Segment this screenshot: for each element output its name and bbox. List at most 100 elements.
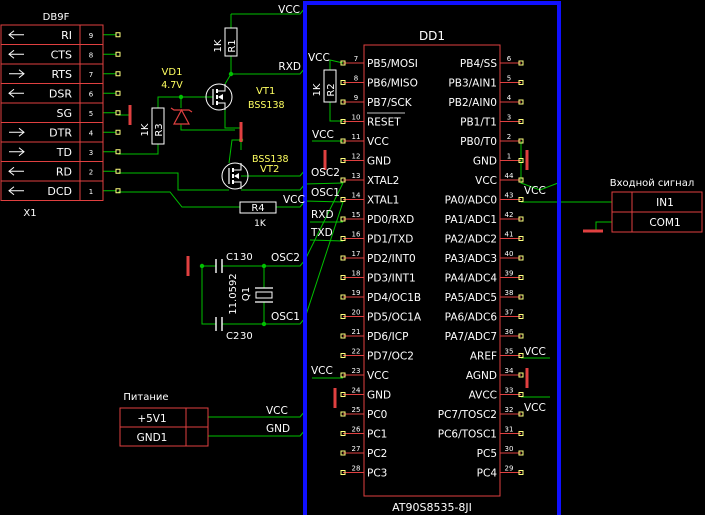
ground-symbol-pin1	[525, 150, 529, 170]
pin-end	[518, 314, 524, 319]
vd1-ref: VD1	[162, 67, 183, 78]
pin-end	[115, 168, 121, 174]
chip-pin-name: PA7/ADC7	[445, 331, 497, 343]
chip-pin-number: 11	[352, 133, 361, 141]
wire-com1-gnd	[595, 221, 612, 231]
chip-pin-name: PA5/ADC5	[445, 292, 497, 304]
chip-pin-number: 19	[352, 289, 361, 297]
wire-r2-reset	[329, 102, 343, 122]
chip-pin-number: 26	[352, 426, 361, 434]
resistor-r4-ref: R4	[251, 203, 264, 214]
pin-end	[518, 216, 524, 222]
zener-vd1-bar	[170, 107, 193, 113]
transistor-vt2-drain	[233, 163, 242, 171]
net-label-rxd-15: RXD	[311, 209, 334, 221]
db9-pin-name: TD	[56, 146, 72, 159]
wire-rd-r4	[118, 191, 240, 208]
pin-end	[340, 216, 346, 222]
pin-end	[115, 110, 121, 116]
resistor-r4	[239, 201, 277, 214]
wire-zener-gnd	[180, 124, 235, 131]
chip-pin-name: PA2/ADC2	[445, 234, 497, 246]
resistor-r2-value: 1K	[312, 83, 323, 96]
chip-pin-number: 3	[507, 114, 511, 122]
chip-pin-name: GND	[367, 390, 391, 402]
pin-end	[340, 333, 346, 339]
vt1-value: BSS138	[248, 100, 285, 111]
db9-pin-number: 3	[89, 149, 93, 157]
input-connector-label-cell	[631, 211, 703, 233]
chip-pin-name: GND	[367, 156, 391, 168]
db9-pin-number: 2	[89, 168, 93, 176]
chip-pin-number: 12	[352, 153, 361, 161]
chip-pin-number: 23	[352, 367, 361, 375]
chip-pin-number: 13	[352, 172, 361, 180]
pin-end	[340, 236, 346, 241]
chip-pin-number: 4	[507, 94, 512, 102]
chip-pin-number: 5	[507, 75, 511, 83]
wire-td-vt2	[118, 172, 229, 191]
chip-pin-name: VCC	[475, 175, 497, 187]
arrow-left-icon-head	[8, 88, 15, 98]
db9-pin-name: CTS	[51, 48, 72, 61]
pin-end	[340, 197, 346, 202]
power-connector-cell	[185, 407, 209, 428]
vd1-value: 4.7V	[161, 80, 183, 91]
resistor-r2	[323, 69, 337, 103]
wire-power-gnd	[208, 429, 306, 437]
chip-pin-number: 24	[352, 387, 361, 395]
chip-pin-name: PB4/SS	[460, 58, 497, 70]
net-label-vcc-avcc: VCC	[524, 402, 546, 414]
pin-end	[340, 80, 346, 85]
pin-end	[115, 129, 121, 135]
pin-end	[518, 392, 524, 397]
pin-end	[340, 255, 346, 261]
chip-pin-name: VCC	[367, 136, 389, 148]
ground-symbol-vt	[239, 122, 243, 142]
pin-end	[340, 294, 346, 300]
db9-pin-name: DCD	[47, 185, 72, 198]
resistor-r3	[151, 107, 165, 145]
input-connector-title: Входной сигнал	[610, 178, 694, 189]
chip-block-border	[303, 1, 561, 515]
chip-pin-number: 29	[505, 465, 514, 473]
chip-pin-number: 30	[505, 445, 514, 453]
net-label-vcc-aref: VCC	[524, 346, 546, 358]
chip-pin-name: PB3/AIN1	[448, 78, 497, 90]
chip-pin-number: 42	[505, 211, 514, 219]
chip-pin-number: 35	[505, 348, 514, 356]
wire-xtal1	[304, 200, 344, 203]
pin-end	[518, 60, 524, 66]
db9-pin-name: DTR	[49, 126, 72, 139]
chip-pin-name: PC0	[367, 409, 387, 421]
pin-end	[518, 99, 524, 105]
ground-symbol-pin24	[333, 388, 337, 408]
chip-pin-name: PB5/MOSI	[367, 58, 418, 70]
db9-pin-number: 8	[89, 51, 93, 59]
arrow-left-icon-head	[8, 186, 15, 196]
pin-end	[340, 392, 346, 397]
resistor-r3-ref: R3	[154, 123, 165, 136]
db9-pin-number: 6	[89, 90, 94, 98]
db9-pin-name: RD	[56, 165, 72, 178]
chip-pin-number: 22	[352, 348, 361, 356]
chip-pin-number: 31	[505, 426, 514, 434]
wire-xtal2	[304, 182, 344, 185]
pin-end	[340, 138, 346, 144]
pin-end	[340, 353, 346, 358]
chip-pin-name: PA1/ADC1	[445, 214, 497, 226]
c2-value: 30	[240, 331, 253, 342]
resistor-r1-value: 1K	[213, 39, 224, 52]
wire-osc2-xtal2	[264, 182, 344, 267]
power-connector-title: Питание	[123, 392, 168, 403]
db9-title: DB9F	[43, 12, 70, 23]
ground-symbol-pin12	[323, 150, 327, 170]
chip-pin-name: PC3	[367, 468, 387, 480]
pin-end	[518, 372, 524, 378]
wire-power-vcc	[208, 410, 306, 418]
chip-pin-name: PC6/TOSC1	[438, 429, 497, 441]
chip-body	[363, 44, 501, 497]
db9-pin-num-cell	[79, 180, 104, 201]
